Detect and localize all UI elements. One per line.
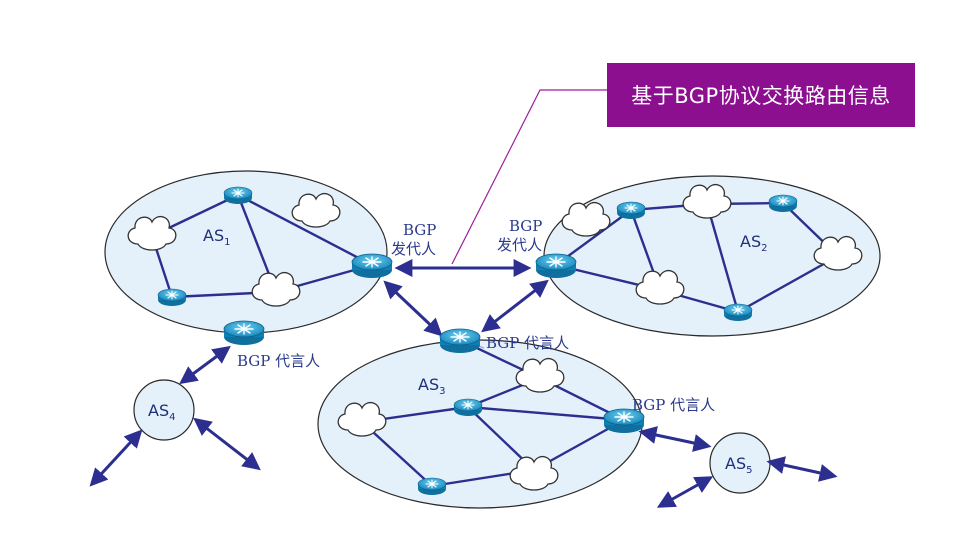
router-icon — [616, 201, 646, 220]
as1-label: AS1 — [203, 226, 231, 249]
callout-pointer — [451, 89, 608, 265]
as3-label: AS3 — [418, 375, 446, 398]
speaker-label-as3-right: BGP 代言人 — [632, 396, 716, 414]
router-icon — [723, 303, 753, 322]
speaker-label-as1-line2: 发代人 — [391, 240, 437, 258]
router-icon — [453, 398, 483, 417]
router-icon — [351, 253, 393, 279]
callout-box: 基于BGP协议交换路由信息 — [607, 63, 915, 127]
router-icon — [535, 253, 577, 279]
speaker-label-as3-top: BGP 代言人 — [486, 334, 570, 352]
speaker-label-as2-line1: BGP — [509, 217, 543, 235]
router-icon — [417, 477, 447, 496]
speaker-label-as1-line1: BGP — [403, 221, 437, 239]
speaker-label-as1-bottom: BGP 代言人 — [237, 352, 321, 370]
as4-label: AS4 — [148, 401, 176, 424]
callout-text: 基于BGP协议交换路由信息 — [631, 84, 891, 108]
speaker-label-as2-line2: 发代人 — [497, 236, 543, 254]
as2-label: AS2 — [740, 232, 768, 255]
as4-node — [133, 379, 195, 441]
router-icon — [223, 186, 253, 205]
router-icon — [223, 320, 265, 346]
inter-as-arrows — [89, 259, 838, 508]
router-icon — [439, 328, 481, 354]
router-icon — [157, 288, 187, 307]
router-icon — [768, 194, 798, 213]
as5-label: AS5 — [725, 454, 753, 477]
